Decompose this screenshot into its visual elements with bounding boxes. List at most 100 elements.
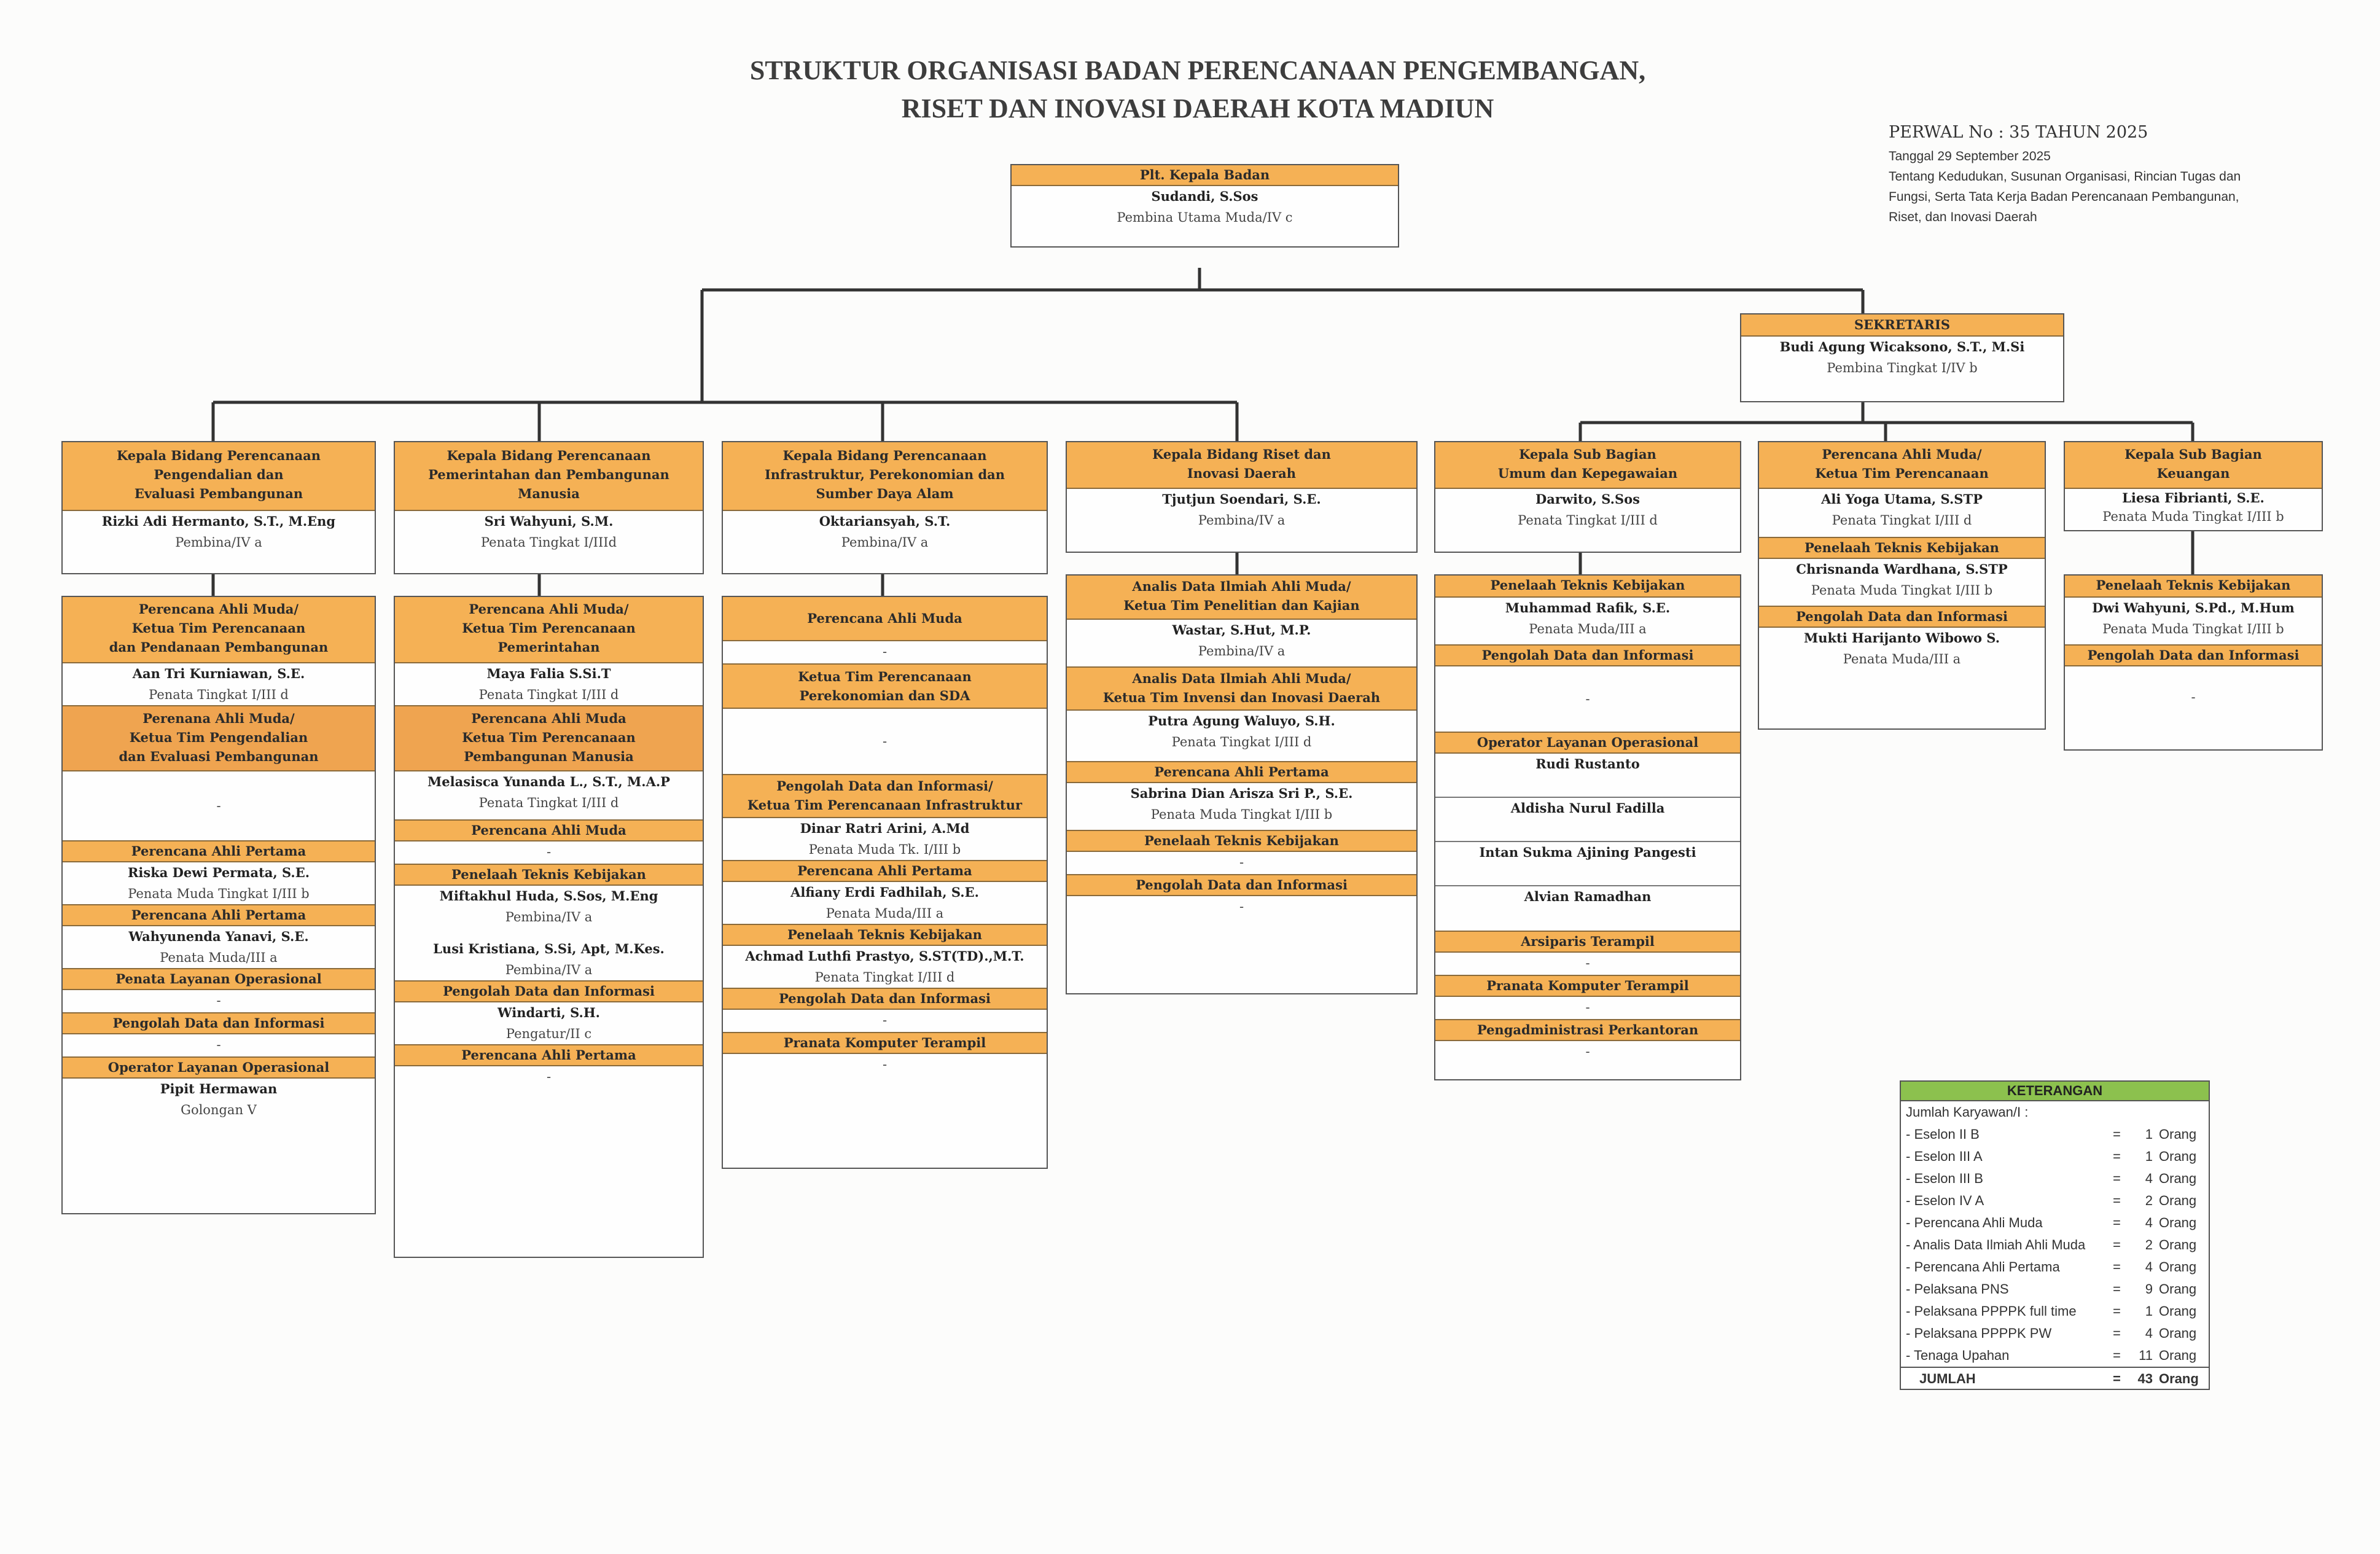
c3-s1-empty: - bbox=[882, 644, 888, 659]
c6-s1-title: Penelaah Teknis Kebijakan bbox=[1759, 537, 2045, 559]
row-label: - Pelaksana PPPPK PW bbox=[1906, 1326, 2052, 1341]
kabid-pemerintahan-box: Kepala Bidang Perencanaan Pemerintahan d… bbox=[394, 441, 704, 574]
title-line: Infrastruktur, Perekonomian dan bbox=[764, 467, 1005, 482]
kabid-pengendalian-name: Rizki Adi Hermanto, S.T., M.Eng bbox=[101, 513, 336, 529]
kabid-infrastruktur-name: Oktariansyah, S.T. bbox=[819, 513, 951, 529]
c2-s1-name: Maya Falia S.Si.T bbox=[486, 666, 611, 681]
row-eq: = bbox=[2113, 1149, 2121, 1164]
c2-s2-name: Melasisca Yunanda L., S.T., M.A.P bbox=[427, 774, 670, 789]
c1-s1-title: Perencana Ahli Muda/ Ketua Tim Perencana… bbox=[63, 597, 375, 663]
total-eq: = bbox=[2113, 1371, 2121, 1386]
row-label: - Tenaga Upahan bbox=[1906, 1348, 2010, 1363]
row-eq: = bbox=[2113, 1193, 2121, 1208]
c1-s1-name: Aan Tri Kurniawan, S.E. bbox=[132, 666, 305, 681]
c5-s2-title: Pengolah Data dan Informasi bbox=[1435, 644, 1740, 666]
c1-s7-grade: Golongan V bbox=[181, 1103, 257, 1117]
subtitle-text: Jumlah Karyawan/I : bbox=[1906, 1104, 2029, 1120]
title-line: Ketua Tim Perencanaan bbox=[462, 620, 636, 636]
row-unit: Orang bbox=[2159, 1237, 2197, 1252]
title-line: Keuangan bbox=[2156, 466, 2230, 481]
c4-s4-empty: - bbox=[1239, 855, 1244, 870]
perwal-subject-2: Fungsi, Serta Tata Kerja Badan Perencana… bbox=[1889, 190, 2239, 204]
c3-s3-title: Pengolah Data dan Informasi/ Ketua Tim P… bbox=[723, 774, 1047, 818]
title-line: Ketua Tim Pengendalian bbox=[129, 730, 308, 745]
c7-s1-title: Penelaah Teknis Kebijakan bbox=[2065, 576, 2322, 598]
title-line: dan Pendanaan Pembangunan bbox=[109, 639, 329, 655]
title-line: Perenana Ahli Muda/ bbox=[142, 711, 295, 726]
title-line: Ketua Tim Invensi dan Inovasi Daerah bbox=[1102, 690, 1381, 705]
kabid-infrastruktur-grade: Pembina/IV a bbox=[841, 535, 929, 550]
row-eq: = bbox=[2113, 1171, 2121, 1186]
title-line: Perencana Ahli Muda/ bbox=[138, 601, 299, 617]
c6-s2-title: Pengolah Data dan Informasi bbox=[1759, 606, 2045, 628]
c2-s4-name: Miftakhul Huda, S.Sos, M.Eng bbox=[439, 888, 658, 904]
row-unit: Orang bbox=[2159, 1348, 2197, 1363]
c6-s2-grade: Penata Muda/III a bbox=[1843, 652, 1961, 666]
c3-s4-grade: Penata Muda/III a bbox=[825, 906, 944, 921]
c4-s3-grade: Penata Muda Tingkat I/III b bbox=[1150, 807, 1333, 822]
c5-s5-empty: - bbox=[1585, 1000, 1590, 1015]
row-eq: = bbox=[2113, 1126, 2121, 1142]
title-line: Analis Data Ilmiah Ahli Muda/ bbox=[1132, 579, 1351, 594]
c4-s1-grade: Pembina/IV a bbox=[1198, 644, 1286, 658]
title-line: Pengolah Data dan Informasi/ bbox=[776, 778, 993, 794]
kasubag-umum-grade: Penata Tingkat I/III d bbox=[1518, 513, 1658, 528]
c3-s3-grade: Penata Muda Tk. I/III b bbox=[808, 842, 961, 857]
c3-s5-name: Achmad Luthfi Prastyo, S.ST(TD).,M.T. bbox=[745, 948, 1024, 964]
c2-s1-title: Perencana Ahli Muda/ Ketua Tim Perencana… bbox=[395, 597, 703, 663]
title-line: Pembangunan Manusia bbox=[464, 749, 634, 764]
c2-s2-grade: Penata Tingkat I/III d bbox=[478, 795, 619, 810]
row-unit: Orang bbox=[2159, 1259, 2197, 1275]
perwal-date: Tanggal 29 September 2025 bbox=[1889, 149, 2051, 163]
c1-s3-name: Riska Dewi Permata, S.E. bbox=[127, 865, 310, 880]
title-line: Ketua Tim Perencanaan bbox=[131, 620, 306, 636]
kabid-riset-title: Kepala Bidang Riset dan Inovasi Daerah bbox=[1067, 442, 1416, 489]
c5-s3-title: Operator Layanan Operasional bbox=[1435, 732, 1740, 754]
row-label: - Eselon III A bbox=[1906, 1149, 1983, 1164]
column-5-staff-box: Penelaah Teknis Kebijakan Muhammad Rafik… bbox=[1434, 574, 1741, 1080]
row-value: 4 bbox=[2145, 1326, 2153, 1341]
kabid-pemerintahan-grade: Penata Tingkat I/IIId bbox=[480, 535, 617, 550]
c1-s4-title: Perencana Ahli Pertama bbox=[63, 904, 375, 926]
c3-s2-empty: - bbox=[882, 734, 888, 749]
total-label: JUMLAH bbox=[1919, 1371, 1976, 1386]
title-line: dan Evaluasi Pembangunan bbox=[119, 749, 319, 764]
column-3-staff-box: Perencana Ahli Muda - Ketua Tim Perencan… bbox=[722, 596, 1048, 1169]
kepala-title: Plt. Kepala Badan bbox=[1012, 165, 1398, 186]
c2-s5-title: Pengolah Data dan Informasi bbox=[395, 980, 703, 1002]
column-4-staff-box: Analis Data Ilmiah Ahli Muda/ Ketua Tim … bbox=[1066, 574, 1418, 994]
keterangan-legend: KETERANGAN Jumlah Karyawan/I : - Eselon … bbox=[1900, 1080, 2210, 1390]
title-line: Kepala Bidang Perencanaan bbox=[782, 448, 987, 463]
c2-s4-title: Penelaah Teknis Kebijakan bbox=[395, 864, 703, 886]
c2-s6-empty: - bbox=[546, 1069, 552, 1084]
c1-s6-empty: - bbox=[216, 1037, 221, 1052]
c1-s2-empty: - bbox=[216, 798, 221, 813]
title-line: Sumber Daya Alam bbox=[816, 486, 954, 501]
c2-s4-grade-2: Pembina/IV a bbox=[505, 962, 593, 977]
kabid-pengendalian-title: Kepala Bidang Perencanaan Pengendalian d… bbox=[63, 442, 375, 511]
c7-s1-grade: Penata Muda Tingkat I/III b bbox=[2102, 622, 2284, 636]
c4-s2-grade: Penata Tingkat I/III d bbox=[1171, 735, 1312, 749]
c6-s2-name: Mukti Harijanto Wibowo S. bbox=[1803, 630, 2000, 646]
c3-s4-title: Perencana Ahli Pertama bbox=[723, 860, 1047, 882]
title-line: Manusia bbox=[518, 486, 580, 501]
c1-s7-title: Operator Layanan Operasional bbox=[63, 1056, 375, 1079]
kasubag-keuangan-name: Liesa Fibrianti, S.E. bbox=[2122, 490, 2265, 506]
total-unit: Orang bbox=[2159, 1371, 2199, 1386]
row-value: 4 bbox=[2145, 1215, 2153, 1230]
perwal-subject-3: Riset, dan Inovasi Daerah bbox=[1889, 210, 2037, 224]
row-unit: Orang bbox=[2159, 1149, 2197, 1164]
row-unit: Orang bbox=[2159, 1126, 2197, 1142]
row-unit: Orang bbox=[2159, 1303, 2197, 1319]
perwal-number: PERWAL No : 35 TAHUN 2025 bbox=[1889, 123, 2148, 142]
c7-s2-title: Pengolah Data dan Informasi bbox=[2065, 644, 2322, 666]
column-1-staff-box: Perencana Ahli Muda/ Ketua Tim Perencana… bbox=[61, 596, 376, 1214]
c1-s3-title: Perencana Ahli Pertama bbox=[63, 840, 375, 862]
row-label: - Analis Data Ilmiah Ahli Muda bbox=[1906, 1237, 2086, 1252]
